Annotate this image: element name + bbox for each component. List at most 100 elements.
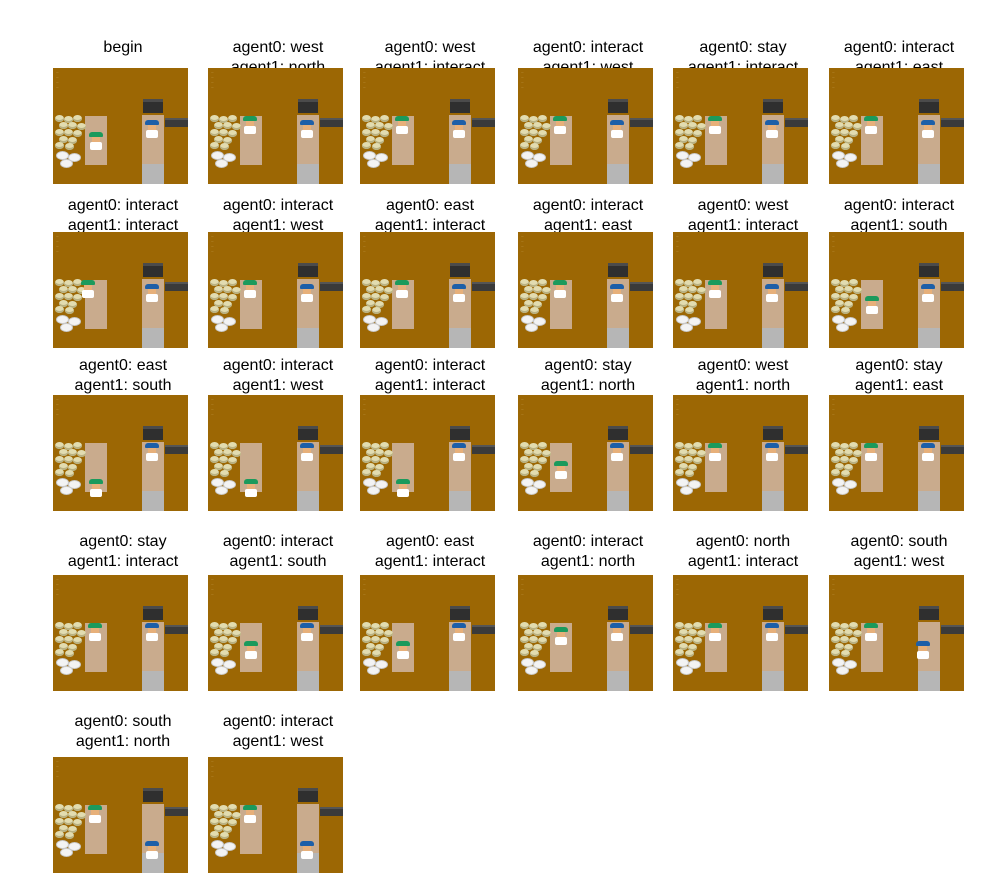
plate-icon	[215, 666, 228, 675]
hud-line: ...	[211, 774, 214, 778]
onion-pile	[55, 804, 86, 839]
onion-icon	[530, 470, 539, 477]
plate-stack	[56, 478, 82, 495]
hud-line: ...	[832, 85, 835, 89]
pot-icon	[763, 606, 783, 620]
onion-icon	[849, 130, 858, 137]
onion-icon	[64, 818, 73, 825]
onion-icon	[210, 831, 219, 838]
onion-icon	[697, 123, 706, 130]
plate-icon	[215, 323, 228, 332]
agent0-chef-icon	[243, 116, 257, 134]
caption-line: agent1: east	[854, 377, 944, 394]
plate-icon	[215, 848, 228, 857]
hud-line: ...	[832, 402, 835, 406]
chef-face	[84, 285, 92, 290]
chef-face	[867, 448, 875, 453]
game-frame: ............	[53, 575, 188, 691]
caption-line: agent0: interact	[222, 713, 334, 730]
plate-stack	[521, 658, 547, 675]
onion-icon	[219, 805, 228, 812]
onion-icon	[679, 286, 688, 293]
serving-tile	[449, 164, 471, 184]
onion-icon	[228, 804, 237, 811]
counter-right	[762, 115, 784, 164]
onion-icon	[362, 649, 371, 656]
counter-right	[297, 115, 319, 164]
serving-tile	[449, 328, 471, 348]
hud-line: ...	[676, 582, 679, 586]
chef-hat-icon	[452, 120, 466, 125]
onion-icon	[520, 293, 529, 300]
onion-icon	[835, 629, 844, 636]
chef-face	[868, 301, 876, 306]
agent0-chef-icon	[865, 296, 879, 314]
agent0-chef-icon	[396, 479, 410, 497]
hud-line: ...	[832, 80, 835, 84]
onion-icon	[533, 449, 542, 456]
plate-stack	[211, 151, 237, 168]
onion-icon	[529, 293, 538, 300]
agent0-chef-icon	[708, 116, 722, 134]
chef-hat-icon	[765, 120, 779, 125]
onion-icon	[844, 629, 853, 636]
onion-icon	[693, 637, 702, 644]
hud-line: ...	[676, 412, 679, 416]
agent0-chef-icon	[708, 623, 722, 641]
chef-body	[397, 651, 409, 659]
onion-icon	[675, 649, 684, 656]
onion-icon	[59, 300, 68, 307]
onion-icon	[73, 457, 82, 464]
onion-pile	[210, 115, 241, 150]
counter-right	[449, 115, 471, 164]
plate-stack	[211, 478, 237, 495]
hud-text: ............	[56, 70, 59, 90]
chef-hat-icon	[864, 443, 878, 448]
chef-hat-icon	[243, 280, 257, 285]
agent1-chef-icon	[145, 623, 159, 641]
chef-hat-icon	[81, 280, 95, 285]
caption-line: agent1: north	[75, 733, 171, 750]
onion-icon	[684, 636, 693, 643]
plate-stack	[363, 151, 389, 168]
caption-line: agent0: interact	[374, 357, 486, 374]
counter-right	[142, 115, 164, 164]
agent0-chef-icon	[553, 280, 567, 298]
onion-icon	[529, 116, 538, 123]
game-frame: ............	[518, 68, 653, 184]
onion-icon	[223, 811, 232, 818]
chef-face	[455, 289, 463, 294]
onion-icon	[524, 643, 533, 650]
agent1-chef-icon	[300, 284, 314, 302]
plate-stack	[56, 658, 82, 675]
chef-face	[303, 628, 311, 633]
chef-hat-icon	[865, 296, 879, 301]
onion-icon	[73, 294, 82, 301]
agent1-chef-icon	[765, 284, 779, 302]
onion-pile	[55, 622, 86, 657]
game-frame: ............	[673, 575, 808, 691]
chef-body	[89, 815, 101, 823]
onion-icon	[684, 293, 693, 300]
onion-icon	[542, 123, 551, 130]
onion-icon	[831, 142, 840, 149]
caption-line: begin	[103, 39, 143, 56]
game-frame: ............	[829, 395, 964, 511]
onion-icon	[64, 636, 73, 643]
hud-text: ............	[56, 759, 59, 779]
plate-icon	[836, 486, 849, 495]
onion-icon	[362, 469, 371, 476]
pot-icon	[919, 426, 939, 440]
hud-line: ...	[56, 587, 59, 591]
onion-icon	[380, 279, 389, 286]
hud-line: ...	[211, 769, 214, 773]
onion-icon	[849, 622, 858, 629]
game-frame: ............	[208, 68, 343, 184]
serving-tile	[607, 328, 629, 348]
game-frame: ............	[518, 232, 653, 348]
caption-line: agent0: east	[78, 357, 168, 374]
chef-body	[922, 294, 934, 302]
